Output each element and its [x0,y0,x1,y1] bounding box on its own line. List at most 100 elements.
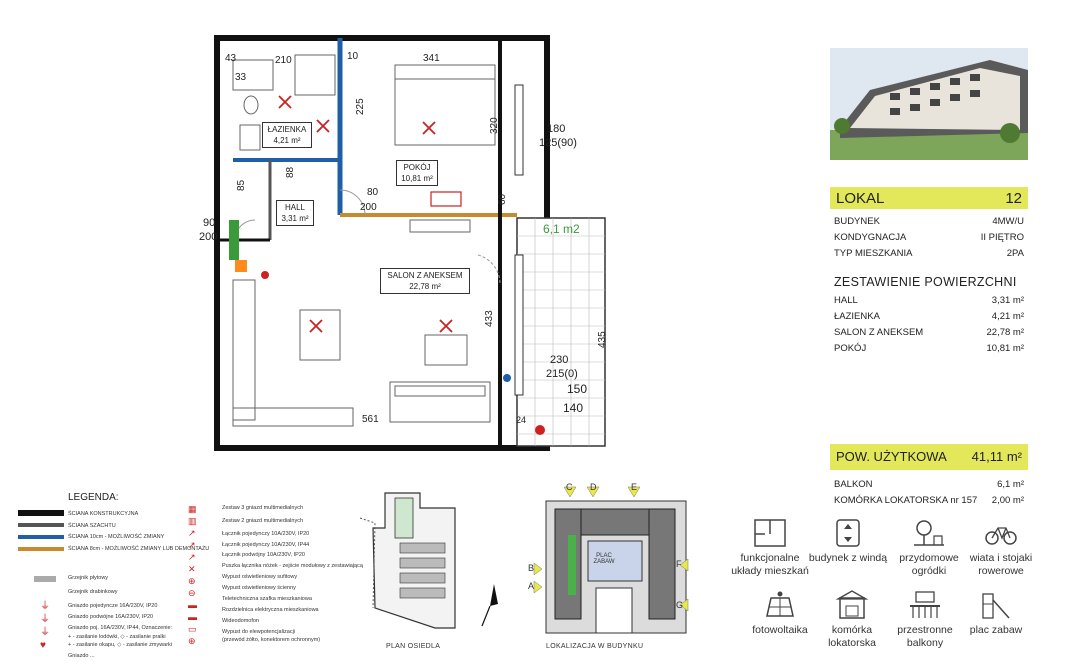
feature-label: budynek z windą [808,552,888,564]
room-bathroom-area: 4,21 m² [273,136,301,145]
usable-area-bar: POW. UŻYTKOWA 41,11 m² [830,444,1028,470]
playground-label: PLAC ZABAW [593,553,615,565]
legend-electric: Rozdzielnica elektryczna mieszkaniowa [222,607,319,613]
legend-electric: Łącznik pojedynczy 10A/230V, IP20 [222,531,310,537]
room-living-name: SALON Z ANEKSEM [387,271,463,280]
usable-value: 41,11 m² [971,449,1022,464]
lokal-bar: LOKAL 12 [830,187,1028,209]
area-row: SALON Z ANEKSEM 22,78 m² [834,327,1024,341]
legend-item: Gniazdo ... [68,653,95,659]
extra-value: 6,1 m² [997,479,1024,490]
extra-key: KOMÓRKA LOKATORSKA nr 157 [834,495,978,506]
area-key: POKÓJ [834,343,867,354]
marker-g: G [676,600,684,610]
room-bedroom: POKÓJ 10,81 m² [396,160,438,186]
feature-label: plac zabaw [969,624,1023,636]
lokal-label: LOKAL [836,190,885,207]
dim-180: 180 [547,123,565,135]
dim-90: 90 [203,217,215,229]
garden-icon [914,520,944,546]
feature-elevator: budynek z windą [808,518,888,565]
room-bedroom-area: 10,81 m² [401,174,433,183]
legend-item: Gniazdo pojedyncze 16A/230V, IP20 [68,603,158,609]
legend-electric: Zestaw 2 gniazd multimedialnych [222,518,304,524]
info-row-budynek: BUDYNEK 4MW/U [834,216,1024,230]
legend-item: + - zasilanie okapu, ◇ - zasilanie zmywa… [68,642,173,648]
legend-item: ŚCIANA 8cm - MOŻLIWOŚĆ ZMIANY LUB DEMONT… [68,546,210,552]
legend-item: ŚCIANA KONSTRUKCYJNA [68,511,139,517]
dim-341: 341 [423,53,440,64]
usable-label: POW. UŻYTKOWA [836,449,947,464]
dim-200b: 200 [199,231,217,243]
legend-electric: Wypust oświetleniowy ścienny [222,585,296,591]
site-plan-map [359,492,456,629]
legend-swatch [18,510,64,516]
marker-a: A [528,581,535,591]
dim-433: 433 [484,310,495,327]
dim-320: 320 [489,117,500,134]
dim-215: 215(0) [546,368,578,380]
room-living: SALON Z ANEKSEM 22,78 m² [380,268,470,294]
legend-swatch [18,535,64,539]
legend-item: Grzejnik płytowy [68,575,109,581]
storage-room-icon [835,590,869,619]
area-key: ŁAZIENKA [834,311,880,322]
feature-solar: fotowoltaika [740,590,820,637]
feature-label: komórka lokatorska [828,624,876,649]
dim-150: 150 [567,382,587,396]
area-value: 22,78 m² [986,327,1025,338]
info-value: 4MW/U [992,216,1024,227]
dim-88: 88 [285,166,296,178]
dim-10: 10 [347,51,359,62]
dim-225: 225 [355,98,366,115]
area-key: SALON Z ANEKSEM [834,327,924,338]
lokal-number: 12 [1005,190,1022,207]
feature-garden: przydomowe ogródki [889,518,969,578]
feature-bicycle: wiata i stojaki rowerowe [958,518,1044,578]
marker-b: B [528,563,535,573]
feature-playground: plac zabaw [956,590,1036,637]
marker-d: D [590,482,597,492]
legend-item: Gniazdo podwójne 16A/230V, IP20 [68,614,154,620]
extra-row-balkon: BALKON 6,1 m² [834,479,1024,493]
dim-140: 140 [563,401,583,415]
area-value: 4,21 m² [991,311,1024,322]
bicycle-icon [985,527,1017,545]
dim-230: 230 [550,354,568,366]
area-row: HALL 3,31 m² [834,295,1024,309]
area-row: ŁAZIENKA 4,21 m² [834,311,1024,325]
legend-title: LEGENDA: [68,492,119,503]
legend-electric: Wypust oświetleniowy sufitowy [222,574,298,580]
dim-200: 200 [360,202,377,213]
feature-label: wiata i stojaki rowerowe [969,552,1033,577]
marker-c: C [566,482,573,492]
info-key: TYP MIESZKANIA [834,248,913,259]
dim-85: 85 [236,179,247,191]
feature-label: funkcjonalne układy mieszkań [731,552,809,577]
legend-electric: Wypust do elewpotencjalizacji [222,629,296,635]
building-photo [830,48,1028,160]
legend-electric: Wideodomofon [222,618,259,624]
site-plan-caption: PLAN OSIEDLA [386,643,441,650]
balcony-icon [910,591,940,618]
marker-f: F [676,559,682,569]
info-row-kondygnacja: KONDYGNACJA II PIĘTRO [834,232,1024,246]
extra-value: 2,00 m² [991,495,1024,506]
room-bedroom-name: POKÓJ [403,163,431,172]
legend-item: ŚCIANA SZACHTU [68,523,116,529]
balcony-area: 6,1 m2 [543,222,580,236]
info-value: II PIĘTRO [980,232,1024,243]
north-arrow-icon [481,584,498,627]
feature-functional: funkcjonalne układy mieszkań [730,518,810,578]
info-value: 2PA [1006,248,1024,259]
room-hall: HALL 3,31 m² [276,200,314,226]
legend-electric: Puszka łącznika nóżek - zejście modułowy… [222,563,363,569]
dim-125: 125(90) [539,137,577,149]
floor-plan: 341 10 43 210 33 225 180 125(90) 320 85 … [199,35,608,451]
legend-electric: Teletechniczna szafka mieszkaniowa [222,596,312,602]
functional-layout-icon [754,519,786,547]
legend-item: Grzejnik drabinkowy [68,589,118,595]
dim-561: 561 [362,414,379,425]
area-row: POKÓJ 10,81 m² [834,343,1024,357]
extra-row-komorka: KOMÓRKA LOKATORSKA nr 157 2,00 m² [834,495,1024,509]
